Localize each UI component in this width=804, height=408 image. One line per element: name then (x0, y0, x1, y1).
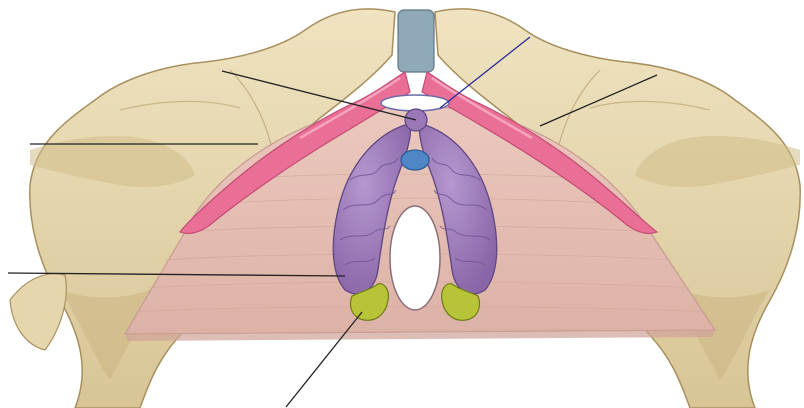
pubic-symphysis-ligament (398, 10, 434, 72)
vaginal-opening (390, 206, 440, 310)
urethral-opening (401, 150, 429, 170)
